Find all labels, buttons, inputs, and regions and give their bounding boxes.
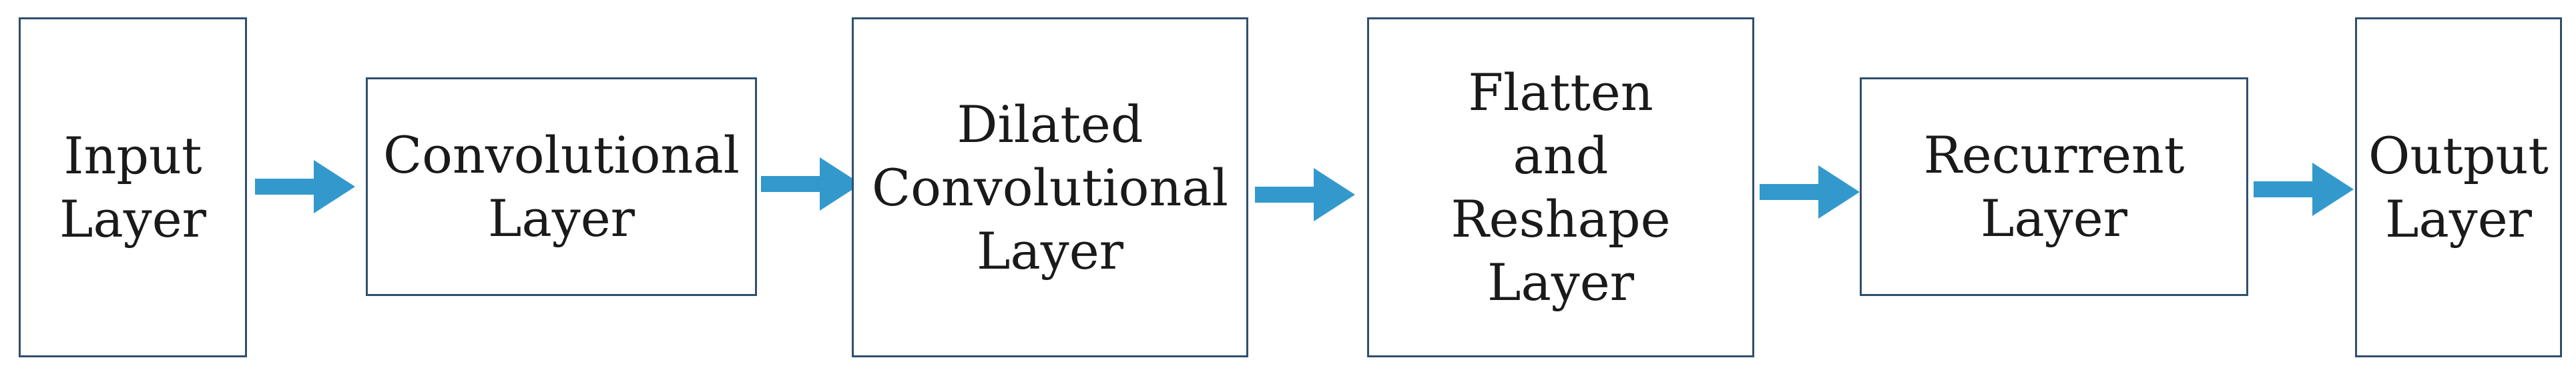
node-output-layer: Output Layer <box>2355 17 2562 357</box>
arrow-convolutional-to-dilated-shape <box>761 157 861 211</box>
node-flatten-reshape-layer: Flatten and Reshape Layer <box>1367 17 1754 357</box>
node-output-label: Output Layer <box>2368 126 2549 249</box>
arrow-input-to-convolutional <box>255 160 355 213</box>
arrow-recurrent-to-output <box>2254 163 2354 216</box>
arrow-recurrent-to-output-shape <box>2254 163 2354 216</box>
node-dilated-convolutional-label: Dilated Convolutional Layer <box>872 94 1228 281</box>
node-convolutional-label: Convolutional Layer <box>383 125 740 248</box>
node-input-label: Input Layer <box>59 126 207 249</box>
arrow-flatten-to-recurrent-shape <box>1760 165 1860 219</box>
arrow-dilated-to-flatten <box>1255 168 1355 221</box>
arrow-flatten-to-recurrent <box>1760 165 1860 219</box>
node-flatten-reshape-label: Flatten and Reshape Layer <box>1451 63 1671 312</box>
arrow-input-to-convolutional-shape <box>255 160 355 213</box>
node-recurrent-label: Recurrent Layer <box>1923 125 2185 248</box>
node-input-layer: Input Layer <box>19 17 247 357</box>
node-dilated-convolutional-layer: Dilated Convolutional Layer <box>852 17 1248 357</box>
node-convolutional-layer: Convolutional Layer <box>366 77 757 296</box>
node-recurrent-layer: Recurrent Layer <box>1860 77 2248 296</box>
arrow-convolutional-to-dilated <box>761 157 861 211</box>
arrow-dilated-to-flatten-shape <box>1255 168 1355 221</box>
